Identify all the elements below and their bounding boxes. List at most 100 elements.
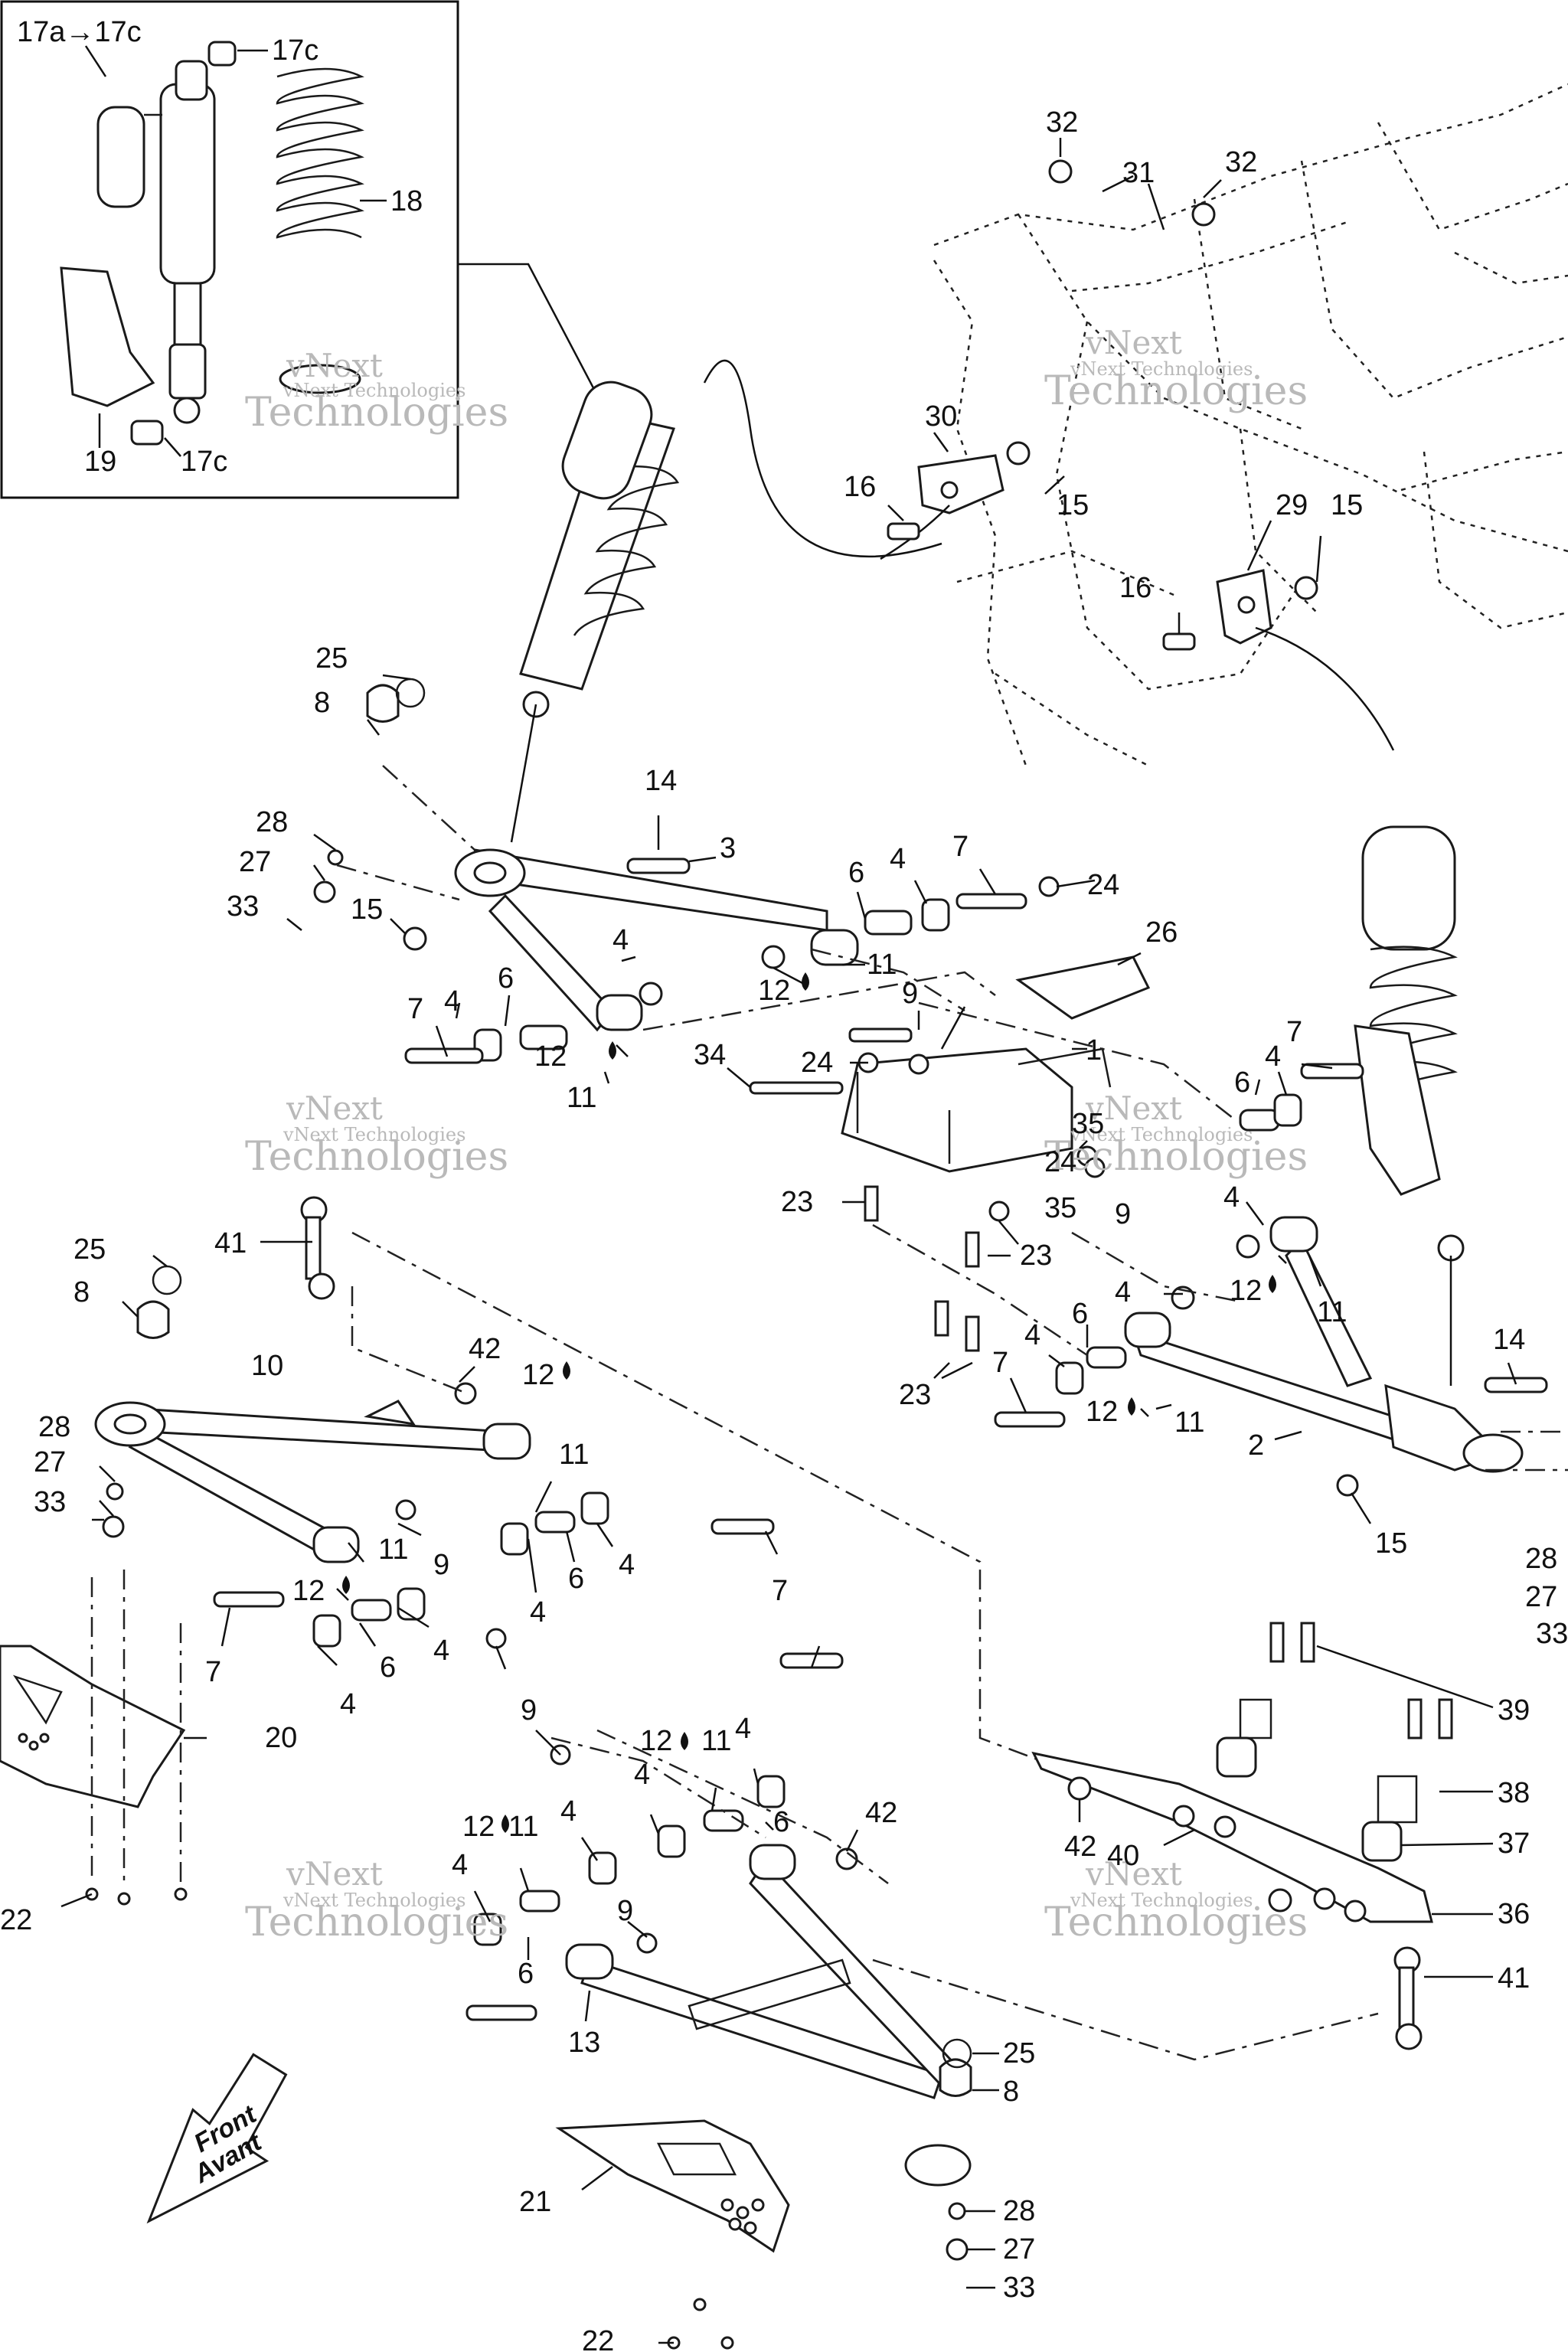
watermark-line2: Technologies [245, 1900, 508, 1945]
bushing-4-h [1236, 1234, 1260, 1259]
coil-spring-inset [276, 67, 364, 394]
callout-12-h: 12 [462, 1811, 495, 1843]
callout-9-lower: 9 [521, 1694, 537, 1726]
callout-2: 2 [1248, 1429, 1264, 1462]
callout-24-a: 24 [801, 1047, 833, 1079]
callout-34: 34 [694, 1039, 726, 1071]
callout-21: 21 [519, 2186, 551, 2218]
callout-12-f: 12 [292, 1575, 325, 1607]
ball-joint-8-upper [366, 684, 400, 723]
bolt-39-b [1300, 1622, 1315, 1663]
circlip-25-upper [395, 678, 426, 708]
bolt-7-f [710, 1518, 775, 1535]
front-bracket [841, 1047, 1112, 1173]
callout-23-b: 23 [1020, 1240, 1052, 1272]
callout-6-e: 6 [568, 1563, 584, 1595]
bushing-4-m [473, 1913, 502, 1946]
callout-42-right: 42 [865, 1797, 897, 1829]
bushing-bottom-inset [130, 420, 164, 446]
callout-8-lower: 8 [74, 1276, 90, 1308]
callout-6-b: 6 [498, 962, 514, 995]
nut-40-d [1344, 1900, 1367, 1922]
watermark-line2: Technologies [1044, 368, 1308, 414]
callout-7-b: 7 [407, 993, 423, 1025]
callout-25-lower: 25 [74, 1233, 106, 1266]
callout-14-right: 14 [1493, 1324, 1525, 1356]
callout-27-lower: 27 [34, 1446, 66, 1478]
callout-24-top: 24 [1087, 869, 1119, 901]
lower-a-arm-right [565, 1844, 972, 2187]
callout-33-bottom: 33 [1003, 2272, 1035, 2304]
callout-29: 29 [1276, 489, 1308, 521]
callout-37: 37 [1498, 1828, 1530, 1860]
inset-label-17c-top: 17c [272, 34, 318, 67]
front-shock-right [1354, 825, 1465, 1262]
washer-28-lower [106, 1482, 124, 1501]
inset-label-17a: 17a→17c [17, 16, 142, 48]
callout-6-d: 6 [1072, 1298, 1088, 1330]
callout-38: 38 [1498, 1777, 1530, 1809]
skid-plate-26 [1015, 956, 1151, 1020]
callout-7-f: 7 [205, 1656, 221, 1688]
callout-24-b: 24 [1044, 1146, 1076, 1178]
watermark-line2: Technologies [1044, 1134, 1308, 1180]
callout-23-a: 23 [781, 1186, 813, 1218]
leader-lines [60, 138, 1517, 2344]
callout-9-right: 9 [1115, 1198, 1131, 1230]
callout-12-d: 12 [1086, 1396, 1118, 1428]
nut-9-a [908, 1054, 929, 1075]
bolt-23-b [965, 1231, 980, 1268]
bushing-4-p [756, 1775, 786, 1808]
sway-bar [1031, 1698, 1433, 1923]
callout-25-upper: 25 [315, 642, 348, 675]
nut-27-upper [313, 880, 336, 903]
nut-9-b [395, 1499, 416, 1521]
grease-drop-icon [609, 1041, 616, 1060]
callout-7-c: 7 [1286, 1016, 1302, 1048]
callout-26: 26 [1145, 916, 1178, 949]
callout-6-h: 6 [518, 1958, 534, 1990]
callout-33-cut: 33 [1536, 1618, 1568, 1650]
callout-16-right: 16 [1119, 572, 1152, 604]
bolt-14-b [1484, 1377, 1548, 1393]
sleeve-6-a [864, 910, 913, 936]
callout-22-left: 22 [0, 1904, 32, 1936]
grease-drop-icon [1269, 1275, 1276, 1293]
nut-32-right [1191, 202, 1216, 227]
watermarks: vNext Technologies vNext Technologies vN… [245, 324, 1308, 1945]
callout-4-n: 4 [560, 1795, 577, 1828]
callout-41-left: 41 [214, 1227, 247, 1259]
nut-42-sway [1067, 1776, 1092, 1801]
watermark-line1: vNext [286, 1089, 383, 1127]
callout-33-lower: 33 [34, 1486, 66, 1518]
nut-42-right [835, 1847, 858, 1870]
callout-6-g: 6 [773, 1806, 789, 1838]
callout-31: 31 [1122, 157, 1155, 189]
callout-6-a: 6 [848, 857, 864, 889]
callout-11-b: 11 [567, 1082, 596, 1114]
callout-11-d: 11 [1174, 1406, 1204, 1439]
callout-28-lower: 28 [38, 1411, 70, 1443]
bolt-23-d [965, 1315, 980, 1352]
callout-4-h: 4 [433, 1635, 449, 1667]
nut-9-c [485, 1628, 507, 1649]
screw-22-e [693, 2298, 707, 2311]
sleeve-6-d [1086, 1346, 1127, 1369]
callout-7-a: 7 [952, 831, 969, 863]
bolt-7-c [1300, 1063, 1364, 1080]
nut-40-a [1172, 1805, 1195, 1828]
bolt-7-b [404, 1047, 484, 1064]
bushing-4-o [657, 1824, 686, 1858]
bolt-7-e [213, 1591, 285, 1608]
bolt-9-top [848, 1027, 913, 1043]
front-shock-left [519, 381, 680, 718]
callout-27-upper: 27 [239, 846, 271, 878]
screw-22-f [720, 2336, 734, 2350]
callout-4-l: 4 [735, 1713, 751, 1745]
callout-4-d: 4 [1265, 1040, 1281, 1073]
inset-label-17c-bottom: 17c [181, 446, 227, 478]
callout-15-arm: 15 [351, 893, 383, 926]
watermark-full: vNext Technologies [1070, 1890, 1253, 1911]
callout-12-e: 12 [522, 1359, 554, 1391]
grease-drop-icon [802, 972, 809, 991]
